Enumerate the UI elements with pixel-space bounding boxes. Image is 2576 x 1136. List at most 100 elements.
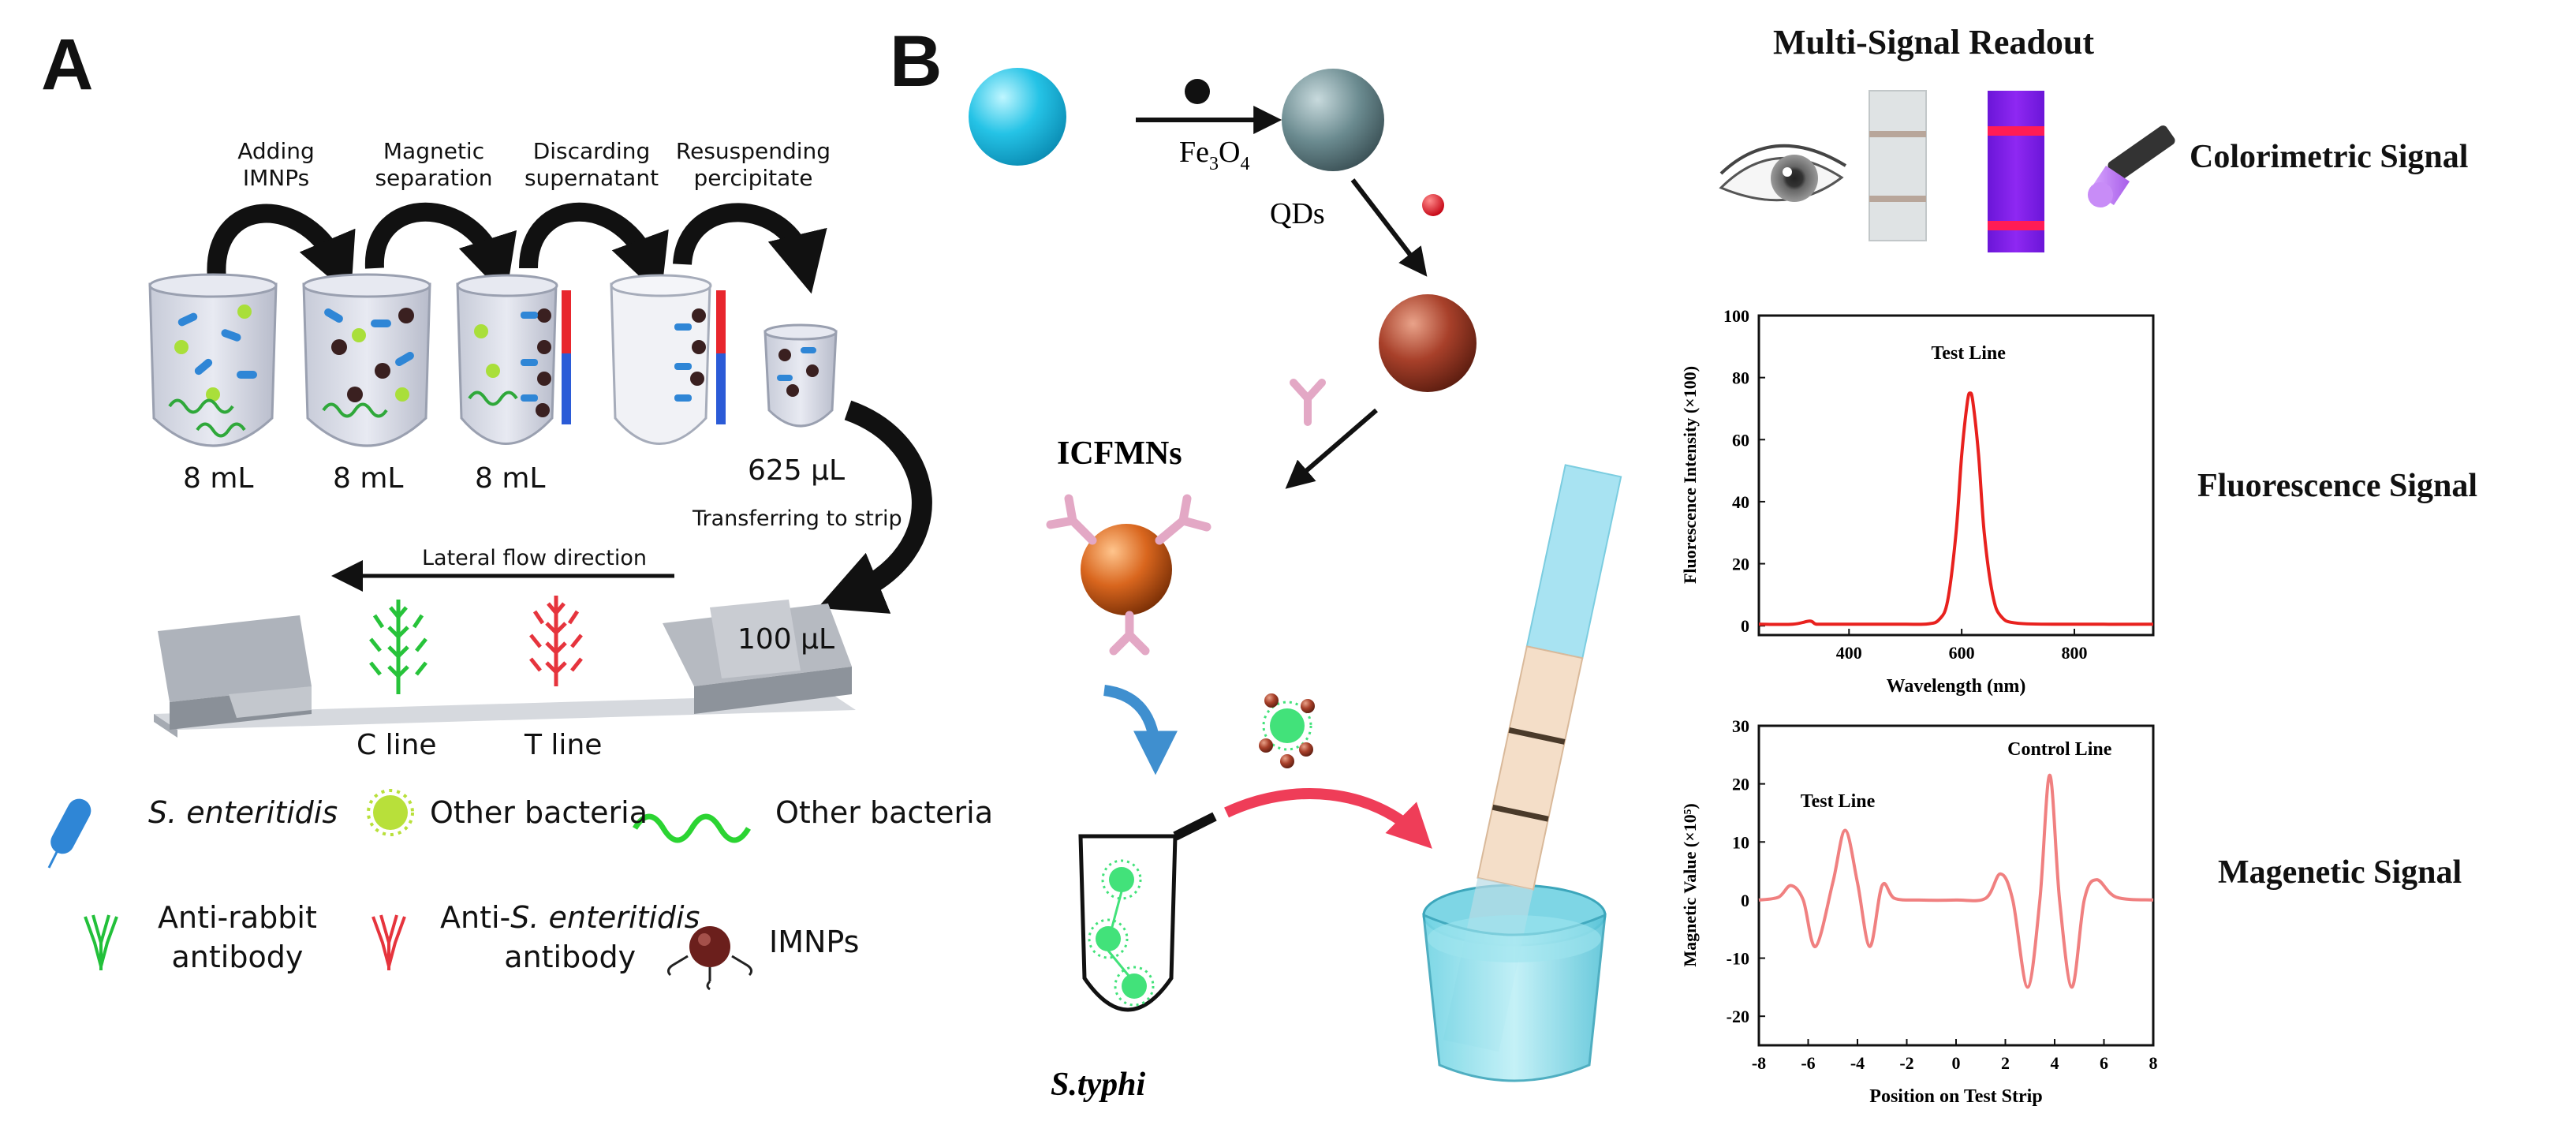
x-tick-label: 4	[2051, 1053, 2059, 1073]
x-tick-label: 400	[1836, 643, 1862, 663]
step-arrow	[364, 202, 517, 297]
y-tick-label: 20	[1732, 775, 1749, 794]
other-bacteria-coccus-icon	[367, 789, 414, 836]
step-label-line: supernatant	[524, 165, 659, 191]
fluorescence-y-axis-label: Fluorescence Intensity (×100)	[1680, 366, 1700, 584]
fe3o4-dot	[1185, 79, 1210, 104]
x-tick-label: -6	[1801, 1053, 1815, 1073]
transfer-arrow	[817, 400, 932, 614]
step-label-magnetic-separation: Magnetic separation	[359, 138, 509, 192]
magnetic-core-particle	[1282, 69, 1384, 171]
lateral-flow-strip	[154, 596, 856, 738]
fluorescence-x-axis-label: Wavelength (nm)	[1887, 676, 2026, 697]
step-label-line: separation	[375, 165, 493, 191]
strip-control-line	[1508, 727, 1566, 745]
other-bacteria-chain-icon	[632, 813, 752, 843]
legend-other-bacteria-2: Other bacteria	[775, 795, 994, 830]
tube-2-contents	[322, 308, 414, 418]
colorimetric-readout-illustration	[1719, 90, 2175, 252]
bound-complex	[1259, 693, 1315, 768]
tube-3	[456, 274, 558, 445]
magnetic-y-axis-label: Magnetic Value (×10⁵)	[1680, 803, 1700, 966]
qds-arrow	[1350, 178, 1428, 277]
tube-1-contents	[168, 305, 257, 438]
step-label-adding-imnps: Adding IMNPs	[201, 138, 351, 192]
step-label-discarding-supernatant: Discarding supernatant	[513, 138, 670, 192]
step-arrow	[207, 204, 356, 297]
colorimetric-signal-label: Colorimetric Signal	[2190, 139, 2469, 175]
uv-strip	[1988, 91, 2044, 252]
antibody-conjugation-arrow	[1285, 408, 1378, 489]
readout-title: Multi-Signal Readout	[1773, 23, 2095, 62]
y-tick-label: 100	[1723, 306, 1749, 326]
tube-3-contents	[468, 308, 551, 417]
icfmns-label: ICFMNs	[1057, 435, 1182, 472]
c-line-label: C line	[357, 729, 437, 761]
anti-s-enteritidis-antibody-icon	[371, 914, 406, 970]
step-label-line: Adding	[237, 138, 315, 164]
magnet-1	[562, 290, 571, 424]
step-arrow	[519, 202, 669, 297]
step-label-resuspending-precipitate: Resuspending percipitate	[666, 138, 840, 192]
x-tick-label: 600	[1949, 643, 1975, 663]
legend-s-enteritidis: S. enteritidis	[148, 795, 338, 830]
fe3o4-label: Fe3O4	[1179, 136, 1249, 174]
strip-test-line	[1491, 804, 1549, 822]
anti-rabbit-antibody-icon	[84, 914, 118, 970]
volume-label-tube-1: 8 mL	[183, 462, 254, 495]
tube-2	[302, 273, 431, 447]
x-tick-label: -8	[1752, 1053, 1766, 1073]
fluorescence-series-line	[1758, 391, 2154, 626]
x-tick-label: 800	[2062, 643, 2088, 663]
eye-icon	[1719, 144, 1847, 202]
magnetic-annotation-test-line: Test Line	[1801, 791, 1876, 812]
legend-anti-species: S. enteritidis	[510, 900, 700, 935]
volume-label-100: 100 µL	[737, 623, 835, 656]
volume-label-tube-3: 8 mL	[475, 462, 546, 495]
tube-5	[763, 323, 838, 428]
x-tick-label: 8	[2149, 1053, 2158, 1073]
y-tick-label: 60	[1732, 430, 1749, 450]
s-enteritidis-icon	[47, 798, 91, 869]
magnetic-annotation-control-line: Control Line	[2007, 739, 2112, 760]
x-tick-label: -2	[1899, 1053, 1913, 1073]
sample-tube	[1078, 812, 1217, 1012]
legend-anti-rabbit-line: Anti-rabbit	[158, 900, 317, 935]
legend-anti-s-enteritidis-line: Anti-S. enteritidis	[440, 898, 700, 937]
fluorescent-magnetic-particle	[1379, 294, 1477, 392]
cup-liquid-surface	[1428, 915, 1601, 962]
icfmn-particle	[1046, 494, 1211, 656]
magnet-2	[716, 290, 726, 424]
step-label-line: IMNPs	[242, 165, 310, 191]
dipstick-assembly	[1422, 464, 1622, 1082]
cyan-core-particle	[969, 68, 1066, 166]
magnetic-series-line	[1758, 773, 2154, 989]
step-label-line: Magnetic	[383, 138, 485, 164]
sample-label: S.typhi	[1051, 1067, 1146, 1103]
x-tick-label: -4	[1850, 1053, 1865, 1073]
y-tick-label: 0	[1741, 616, 1749, 636]
x-tick-label: 0	[1952, 1053, 1961, 1073]
visible-strip	[1869, 90, 1927, 241]
step-arrow	[673, 203, 827, 294]
panel-b-synthesis-illustration: Fe3O4 QDs ICFMNs S.typhi	[969, 68, 1622, 1103]
legend-anti-s-enteritidis: Anti-S. enteritidis antibody	[440, 898, 700, 977]
tube-4-contents	[674, 308, 706, 402]
step-label-line: percipitate	[693, 165, 813, 191]
magnetic-plot-frame	[1757, 724, 2155, 1047]
mixing-arrow	[1103, 685, 1178, 775]
tube-4	[610, 274, 712, 445]
legend-anti-rabbit: Anti-rabbit antibody	[158, 898, 317, 977]
panel-a-letter: A	[41, 24, 94, 105]
dipping-arrow	[1224, 788, 1432, 849]
y-tick-label: 30	[1732, 716, 1749, 736]
c-line-antibodies	[369, 600, 427, 694]
legend-anti-s-enteritidis-line: antibody	[504, 940, 637, 974]
transfer-label: Transferring to strip	[693, 506, 902, 531]
tube-1	[148, 273, 278, 447]
magnetic-signal-label: Magenetic Signal	[2218, 854, 2462, 891]
strip-membrane	[1477, 645, 1584, 891]
y-tick-label: 40	[1732, 492, 1749, 512]
